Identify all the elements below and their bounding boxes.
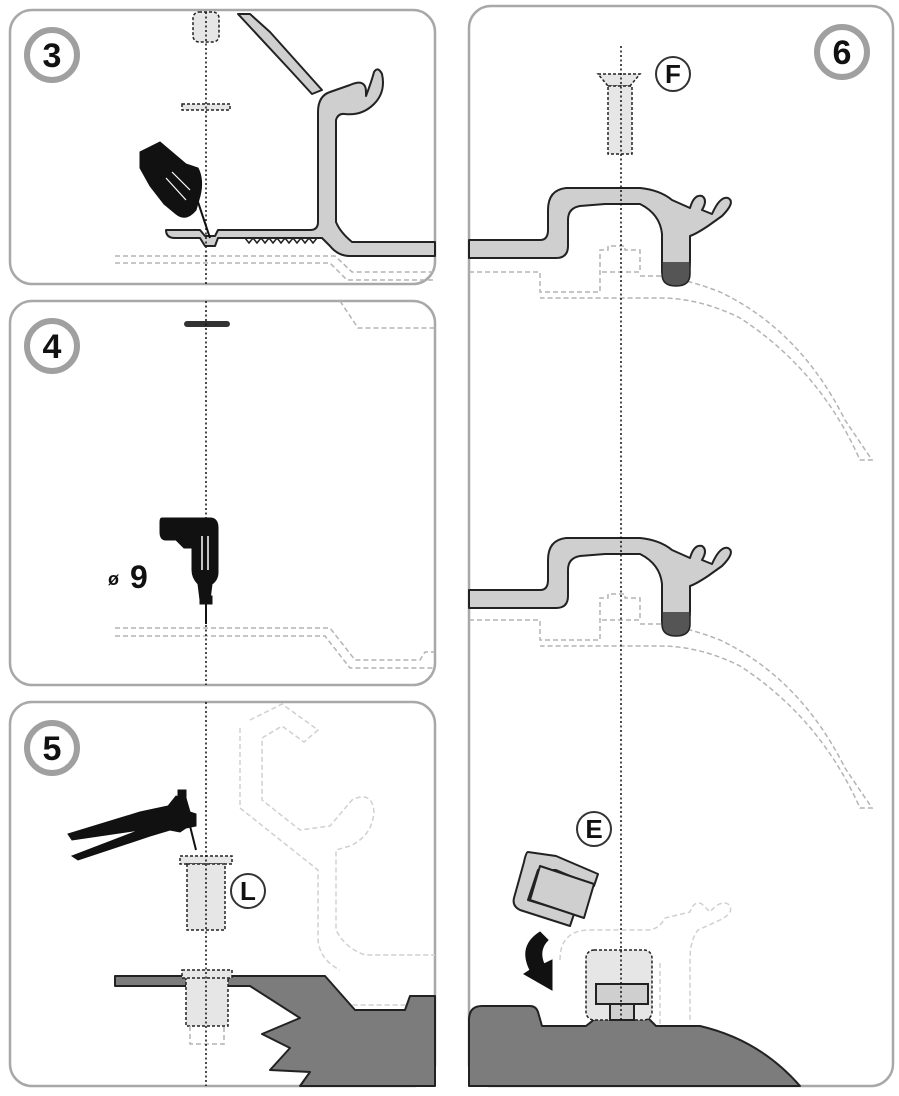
panel-step-4: ø 9 4 <box>10 301 435 685</box>
step-6-number: 6 <box>833 34 852 72</box>
panel-step-3: 3 <box>10 10 435 284</box>
step-3-number: 3 <box>43 37 62 75</box>
panel-6-frame <box>469 6 893 1086</box>
part-f-label: F <box>665 59 681 89</box>
part-e-label: E <box>585 814 602 844</box>
drill-diameter-value: 9 <box>130 559 148 595</box>
panel-6-lower-gasket <box>662 612 690 636</box>
panel-step-5: L 5 <box>10 702 435 1086</box>
step-4-number: 4 <box>43 328 62 366</box>
panel-4-hole-marker <box>184 321 230 327</box>
part-l-label: L <box>240 876 256 906</box>
panel-5-rivnut-installed <box>186 976 228 1026</box>
panel-6-nut-head <box>596 984 648 1004</box>
panel-6-nut-body <box>610 1004 634 1020</box>
panel-step-6: F E 6 <box>469 6 893 1086</box>
drill-diameter-symbol: ø <box>108 569 119 589</box>
panel-5-rivnut-flange <box>182 970 232 978</box>
panel-6-upper-gasket <box>662 262 690 286</box>
bolt-f-shank <box>608 86 632 154</box>
step-5-number: 5 <box>43 730 62 768</box>
